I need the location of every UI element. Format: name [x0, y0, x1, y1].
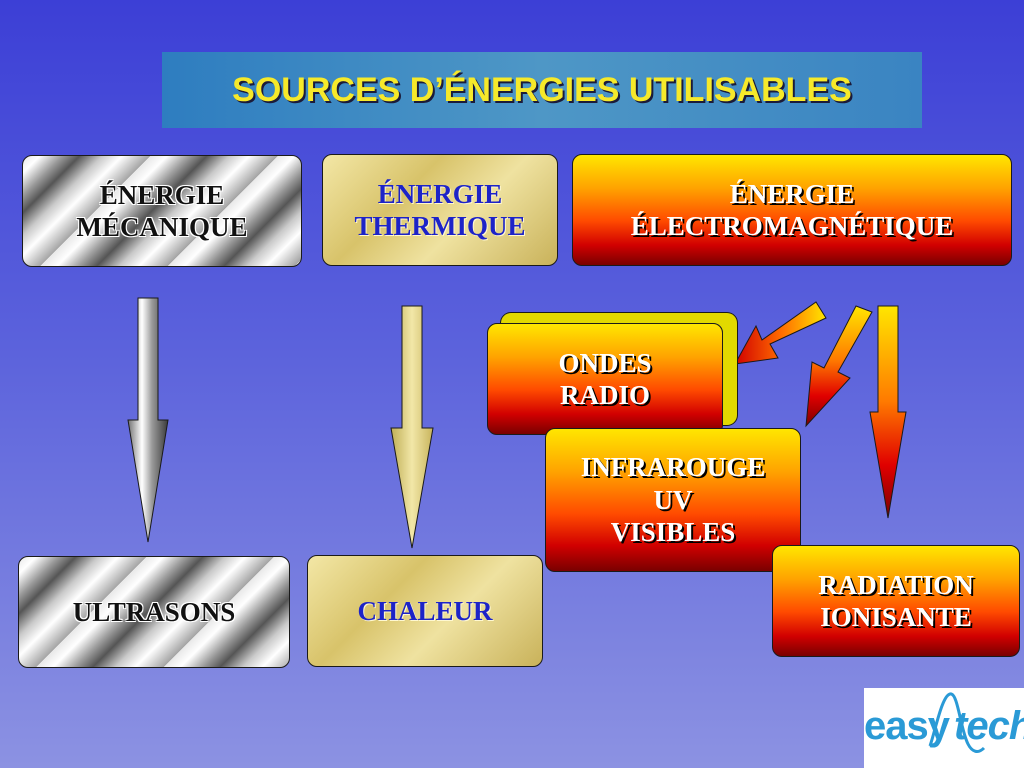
easytech-logo: easy tech [864, 688, 1024, 768]
box-energie-mecanique-line2: MÉCANIQUE [76, 212, 248, 242]
box-chaleur-label: CHALEUR [357, 595, 493, 626]
logo-text-easy: easy [864, 704, 950, 748]
box-radiation-ionisante: RADIATION IONISANTE [772, 545, 1020, 657]
logo-text-tech: tech [954, 704, 1024, 748]
arrow-thermique-to-chaleur [390, 305, 434, 549]
box-ultrasons-label: ULTRASONS [72, 596, 236, 627]
box-infrarouge-uv-visibles: INFRAROUGE UV VISIBLES [545, 428, 801, 572]
arrow-mecanique-to-ultrasons [127, 297, 169, 543]
arrow-em-to-infrarouge [805, 305, 873, 428]
box-energie-mecanique: ÉNERGIE MÉCANIQUE [22, 155, 302, 267]
box-energie-thermique-line2: THERMIQUE [354, 211, 526, 241]
box-ultrasons: ULTRASONS [18, 556, 290, 668]
box-energie-thermique-line1: ÉNERGIE [377, 178, 503, 209]
box-infrarouge-line1: INFRAROUGE [580, 452, 766, 483]
box-energie-electromagnetique-line2: ÉLECTROMAGNÉTIQUE [630, 211, 954, 241]
arrow-em-to-radiation [869, 305, 907, 519]
box-energie-thermique: ÉNERGIE THERMIQUE [322, 154, 558, 266]
logo-wave-icon [928, 692, 986, 753]
box-infrarouge-line3: VISIBLES [610, 517, 736, 548]
box-chaleur: CHALEUR [307, 555, 543, 667]
page-title: SOURCES D’ÉNERGIES UTILISABLES [232, 70, 852, 109]
box-infrarouge-line2: UV [653, 484, 693, 515]
box-ondes-radio-line2: RADIO [559, 380, 650, 410]
title-banner: SOURCES D’ÉNERGIES UTILISABLES [162, 52, 922, 128]
box-radiation-line2: IONISANTE [820, 602, 972, 632]
box-energie-electromagnetique: ÉNERGIE ÉLECTROMAGNÉTIQUE [572, 154, 1012, 266]
arrow-em-to-ondes-radio [734, 301, 827, 365]
box-radiation-line1: RADIATION [818, 569, 974, 600]
box-ondes-radio: ONDES RADIO [487, 323, 723, 435]
box-energie-electromagnetique-line1: ÉNERGIE [729, 178, 855, 209]
box-energie-mecanique-line1: ÉNERGIE [99, 179, 225, 210]
box-ondes-radio-line1: ONDES [558, 347, 652, 378]
